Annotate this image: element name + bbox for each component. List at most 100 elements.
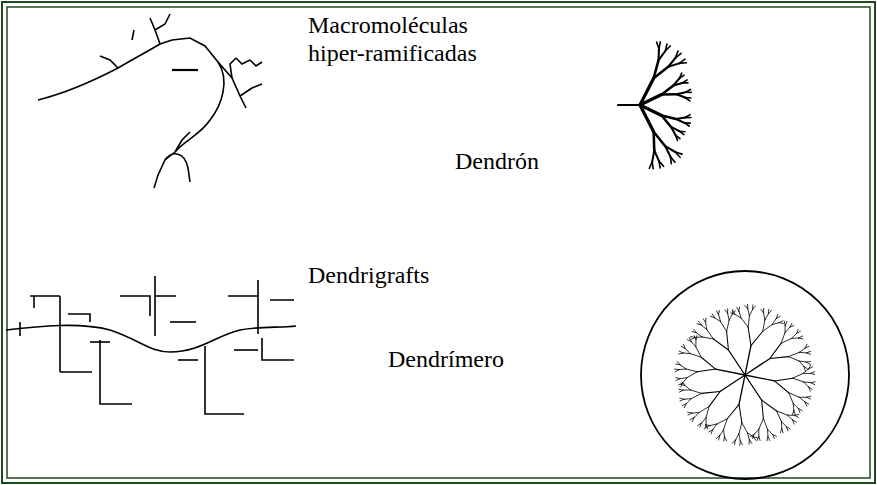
dendrimer-branch: [763, 419, 767, 430]
dendrimer-branch: [713, 339, 728, 350]
dendrimer-branch: [677, 362, 680, 365]
dendrimer-branch: [685, 385, 691, 390]
dendrimer-branch: [779, 321, 783, 323]
dendrimer-branch: [683, 344, 685, 348]
dendrimer-branch: [749, 440, 750, 444]
dendrimer-branch: [739, 311, 741, 318]
dendrimer-branch: [739, 375, 745, 404]
dendrimer-branch: [690, 390, 701, 393]
dendrimer-branch: [676, 378, 680, 379]
dendrimer-branch: [728, 313, 730, 320]
dendrimer-branch: [695, 340, 696, 347]
dendron-branch: [640, 95, 662, 105]
dendrimer-branch: [705, 318, 706, 322]
dendrimer-branch: [793, 403, 795, 410]
dendrimer-branch: [765, 314, 769, 320]
dendrimer-label: Dendrímero: [388, 346, 548, 374]
dendron-branch: [676, 119, 684, 123]
dendrimer-branch: [810, 372, 814, 374]
dendrimer-branch: [799, 397, 804, 402]
dendrimer-branch: [719, 315, 721, 322]
dendrimer-branch: [782, 429, 783, 433]
dendrimer-branch: [694, 329, 697, 332]
dendrimer-branch: [741, 318, 748, 327]
dendrimer-branch: [809, 367, 813, 369]
dendron-branch: [659, 161, 660, 168]
dendrimer-branch: [794, 411, 795, 415]
dendrimer-branch: [761, 309, 764, 313]
dendrimer-branch: [805, 346, 809, 348]
dendrimer-branch: [696, 347, 701, 357]
dendrimer-branch: [774, 378, 792, 381]
dendrimer-branch: [679, 389, 683, 391]
dendron-branch: [662, 115, 671, 127]
dendrimer-branch: [748, 433, 750, 440]
dendrimer-branch: [753, 306, 756, 309]
dendrimer-branch: [675, 369, 679, 371]
dendron-branch: [668, 63, 679, 66]
dendrimer-branch: [701, 392, 720, 394]
dendrimer-branch: [680, 398, 684, 399]
dendrimer-branch: [709, 392, 720, 407]
dendrimer-branch: [798, 408, 800, 412]
dendrimer-branch: [680, 365, 686, 369]
dendrimer-branch: [748, 327, 751, 345]
dendrimer-branch: [716, 369, 745, 375]
dendrimer-branch: [679, 368, 686, 370]
dendrimer-branch: [728, 350, 745, 375]
dendrimer-branch: [676, 379, 680, 381]
dendrimer-branch: [682, 404, 686, 406]
dendron-branch: [654, 132, 666, 146]
dendrimer-branch: [811, 383, 815, 385]
dendrimer-branch: [807, 396, 811, 397]
dendron-branch: [679, 131, 684, 134]
dendrimer-branch: [727, 331, 729, 350]
dendrimer-branch: [781, 338, 791, 343]
dendrimer-branch: [735, 434, 738, 440]
dendrimer-branch: [759, 436, 760, 440]
dendron-branch: [665, 146, 670, 156]
dendrimer-branch: [781, 421, 782, 428]
dendrimer-branch: [772, 434, 774, 438]
dendrimer-branch: [793, 420, 795, 424]
dendrimer-branch: [691, 337, 695, 339]
dendrimer-branch: [737, 307, 739, 311]
dendrimer-branch: [720, 375, 745, 392]
dendrimer-branch: [763, 325, 772, 332]
dendrimer-branch: [781, 421, 786, 426]
dendrimer-branch: [684, 398, 691, 400]
dendrimer-branch: [768, 436, 770, 440]
dendron-branch: [670, 157, 671, 164]
dendrimer-branch: [680, 378, 687, 379]
hyperbranched-label: Macromoléculas hiper-ramificadas: [308, 12, 508, 67]
dendrimer-branch: [804, 366, 805, 370]
dendrimer-branch: [724, 437, 726, 441]
dendrimer-branch: [695, 336, 702, 338]
dendrimer-branch: [739, 434, 740, 441]
dendrimer-branch: [729, 314, 732, 320]
dendrimer-branch: [699, 407, 709, 413]
dendrimer-branch: [787, 415, 792, 420]
dendron-branch: [679, 62, 686, 64]
dendron-branch: [640, 105, 654, 132]
dendrimer-branch: [785, 327, 790, 332]
dendrimer-branch: [768, 429, 773, 434]
dendrimer-branch: [748, 316, 749, 327]
dendrimer-branch: [691, 393, 701, 398]
dendrimer-branch: [740, 441, 742, 445]
dendrimer-branch: [799, 397, 806, 398]
dendrimer-branch: [799, 352, 806, 354]
dendrimer-branch: [764, 313, 765, 320]
dendrimer-branch: [701, 418, 706, 423]
dendrimer-branch: [712, 314, 714, 318]
hyperbranched-polymer: [38, 14, 262, 188]
dendron-branch: [654, 67, 669, 78]
dendrimer-branch: [789, 393, 793, 404]
dendrimer-branch: [753, 437, 756, 441]
dendrimer-branch: [799, 361, 804, 366]
dendron-branch: [659, 42, 660, 49]
dendrimer-branch: [717, 419, 727, 424]
dendron-branch: [673, 83, 682, 86]
